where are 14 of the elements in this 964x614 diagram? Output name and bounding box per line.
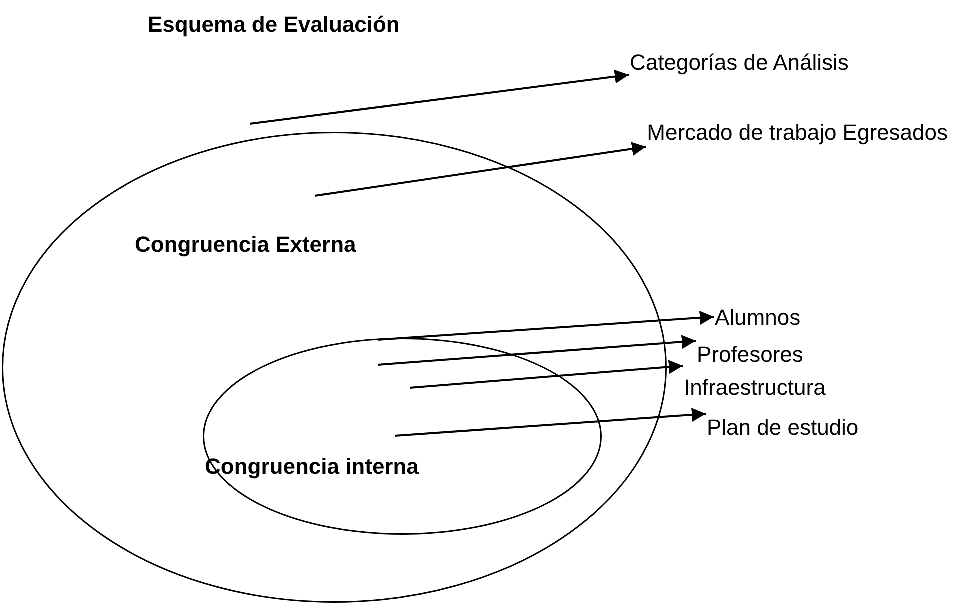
arrow [314,142,646,197]
category-label: Infraestructura [684,375,826,401]
category-label: Profesores [697,342,804,368]
arrow [378,310,714,341]
arrow [378,335,696,366]
category-label: Mercado de trabajo Egresados [647,120,948,146]
arrow [250,70,630,125]
category-label: Categorías de Análisis [630,50,850,76]
category-label: Plan de estudio [707,415,859,441]
arrow [394,408,706,437]
diagram-title: Esquema de Evaluación [148,12,400,38]
category-label: Alumnos [715,305,801,331]
region-label: Congruencia Externa [135,232,356,258]
arrow [410,360,684,389]
